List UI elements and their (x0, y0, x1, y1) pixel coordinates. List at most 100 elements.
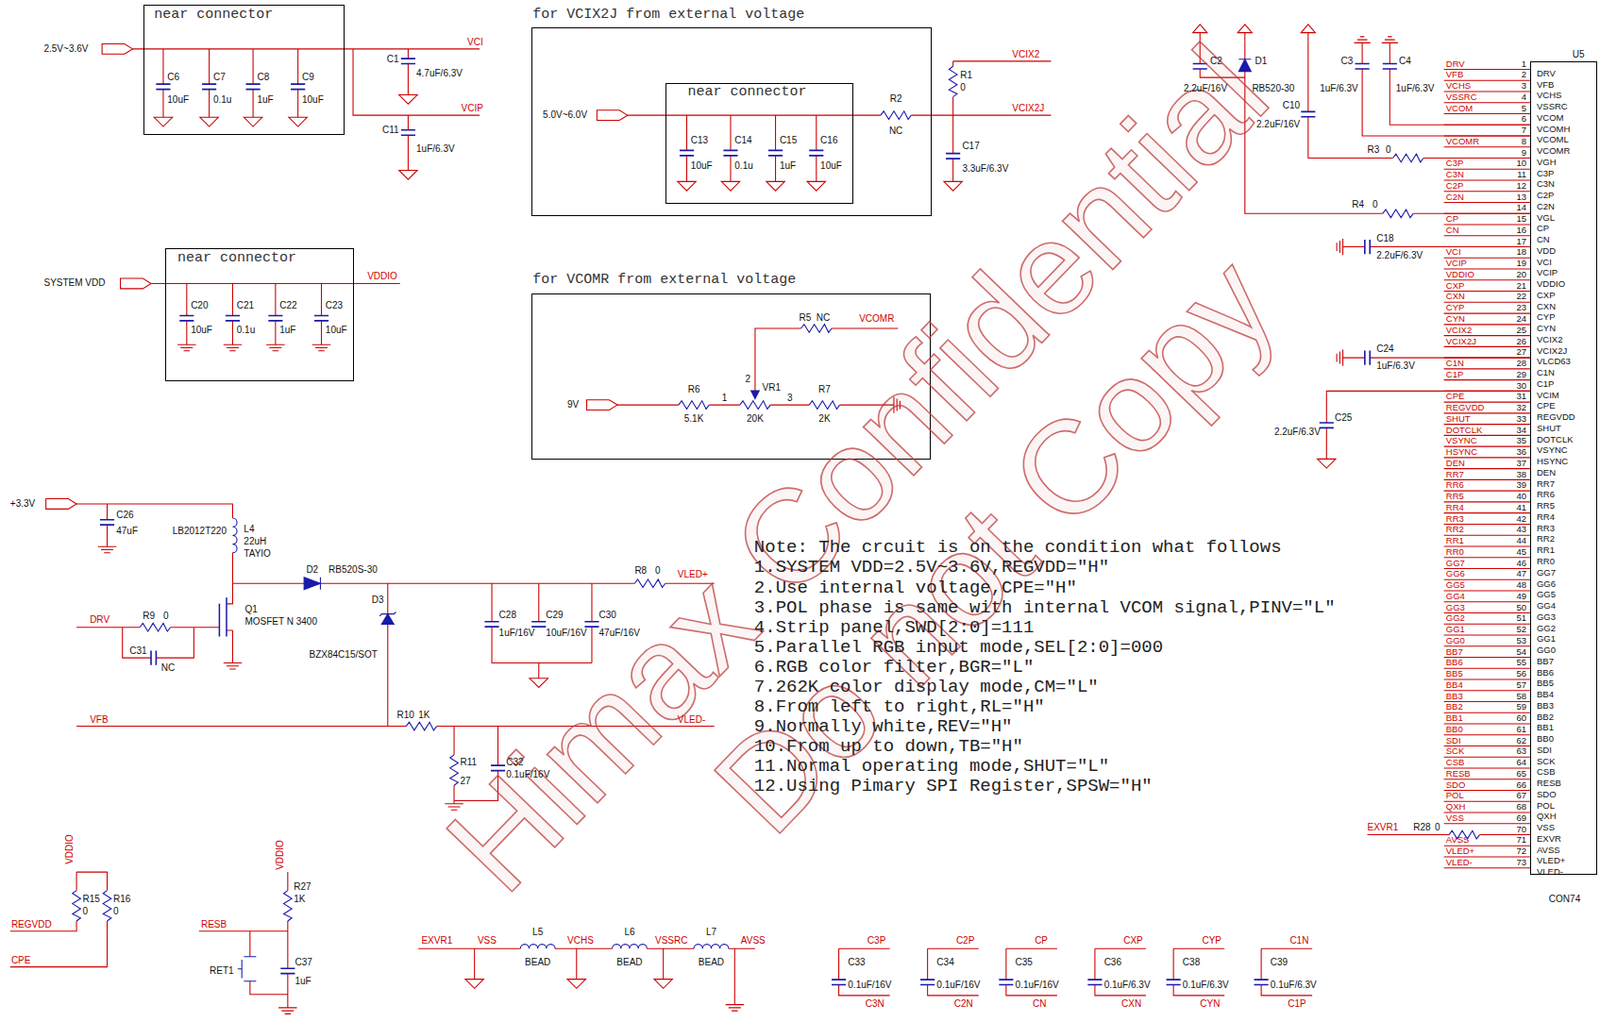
schematic-symbol (401, 58, 416, 64)
vddio-section (120, 278, 401, 352)
part-label: 10uF (325, 325, 348, 336)
pin-number: 44 (1516, 536, 1528, 546)
part-label: 0.1u (213, 95, 232, 105)
pin-name: CXP (1536, 290, 1556, 301)
schematic-symbol (1193, 64, 1208, 69)
part-label: 0 (1372, 200, 1379, 210)
pin-name: GG0 (1536, 645, 1556, 656)
pin-name: RR7 (1536, 479, 1555, 489)
vcomr-section (587, 324, 901, 414)
note-line: 9.Normally white,REV="H" (754, 718, 1013, 737)
net-label: CN (1446, 225, 1460, 236)
part-label: LB2012T220 (172, 526, 227, 537)
schematic-symbol (280, 968, 295, 974)
pin-name: CYP (1536, 313, 1556, 323)
net-label: RESB (201, 920, 227, 930)
pin-name: BB3 (1536, 701, 1554, 711)
net-label: C2N (1446, 192, 1465, 203)
wire (151, 283, 401, 345)
net-label: RR3 (1446, 514, 1465, 524)
part-label: R3 (1367, 145, 1381, 155)
net-label: RR6 (1446, 481, 1465, 491)
pin-number: 29 (1516, 370, 1528, 380)
pin-name: CYN (1536, 323, 1556, 334)
schematic-symbol (1166, 979, 1181, 985)
part-label: C23 (325, 301, 343, 311)
part-label: MOSFET N 3400 (244, 617, 318, 627)
part-label: D3 (371, 595, 385, 606)
pin-name: BB1 (1536, 724, 1554, 734)
pin-number: 72 (1516, 846, 1528, 857)
part-label: 0 (163, 611, 169, 622)
part-label: 4.7uF/6.3V (416, 68, 463, 79)
schematic-symbol (153, 117, 172, 127)
schematic-symbol (584, 622, 599, 627)
schematic-symbol (155, 84, 170, 89)
pin-number: 18 (1516, 248, 1528, 258)
pin-number: 16 (1516, 225, 1528, 236)
pin-number: 39 (1516, 481, 1528, 491)
pin-number: 5 (1521, 103, 1527, 114)
schematic-symbol (596, 110, 627, 121)
net-label: RR4 (1446, 503, 1465, 513)
net-label: REGVDD (11, 920, 52, 930)
schematic-symbol (284, 891, 293, 922)
diode-symbol (303, 577, 320, 590)
schematic-symbol (1393, 153, 1424, 163)
net-label: CXP (1446, 281, 1466, 291)
net-label: BB2 (1446, 703, 1464, 713)
schematic-symbol (677, 181, 696, 191)
net-label: VLED+ (1446, 846, 1475, 857)
note-line: 1.SYSTEM VDD=2.5V~3.6V,REGVDD="H" (754, 558, 1110, 577)
schematic-symbol (801, 324, 832, 334)
schematic-symbol (831, 979, 846, 985)
pin-number: 52 (1516, 624, 1528, 635)
note-line: 3.POL phase is same with internal VCOM s… (754, 598, 1336, 617)
wire (617, 328, 898, 405)
pin-name: REGVDD (1536, 412, 1576, 422)
part-label: R27 (293, 882, 311, 893)
part-label: 0.1uF/6.3V (1182, 980, 1230, 991)
net-label: BB0 (1446, 724, 1464, 735)
part-label: 10uF (820, 161, 843, 171)
region-box: near connector (143, 4, 345, 135)
region-box: near connector (165, 248, 354, 383)
wiper-arrow (751, 390, 760, 400)
part-label: NC (889, 126, 903, 136)
schematic-symbol (725, 1005, 744, 1011)
diode-symbol (1238, 59, 1251, 72)
part-label: NC (816, 313, 830, 323)
net-label: VLED- (677, 715, 706, 725)
part-label: 1uF/6.3V (1319, 84, 1359, 94)
pin-name: GG6 (1536, 579, 1556, 590)
pin-number: 22 (1516, 292, 1528, 303)
pin-number: 9 (1521, 148, 1527, 158)
pin-name: VLED+ (1536, 857, 1566, 867)
schematic-symbol (490, 765, 506, 771)
part-label: 0 (1385, 145, 1392, 155)
part-label: C13 (690, 135, 708, 146)
part-label: 20K (746, 414, 764, 424)
wire (133, 49, 481, 171)
net-label: C1N (1289, 936, 1309, 946)
net-label: CXP (1123, 936, 1144, 946)
switch-symbol (237, 957, 256, 982)
pin-number: 13 (1516, 192, 1528, 203)
region-title: for VCOMR from external voltage (532, 272, 796, 287)
pin-number: 58 (1516, 691, 1528, 702)
part-label: VR1 (762, 383, 781, 393)
net-label: CPE (11, 956, 32, 966)
part-label: 0 (113, 907, 119, 917)
pin-number: 17 (1516, 236, 1528, 247)
pin-number: 3 (1521, 81, 1527, 91)
pin-name: GG1 (1536, 635, 1556, 645)
pin-name: BB7 (1536, 656, 1554, 667)
schematic-symbol (179, 316, 194, 321)
schematic-symbol (948, 66, 958, 97)
schematic-symbol (693, 944, 729, 950)
pin-name: C2P (1536, 190, 1554, 201)
part-label: 3.3uF/6.3V (961, 164, 1009, 174)
note-line: 8.From left to right,RL="H" (754, 698, 1045, 717)
net-label: VLED- (1446, 858, 1473, 868)
net-label: VCOMR (1446, 136, 1480, 147)
